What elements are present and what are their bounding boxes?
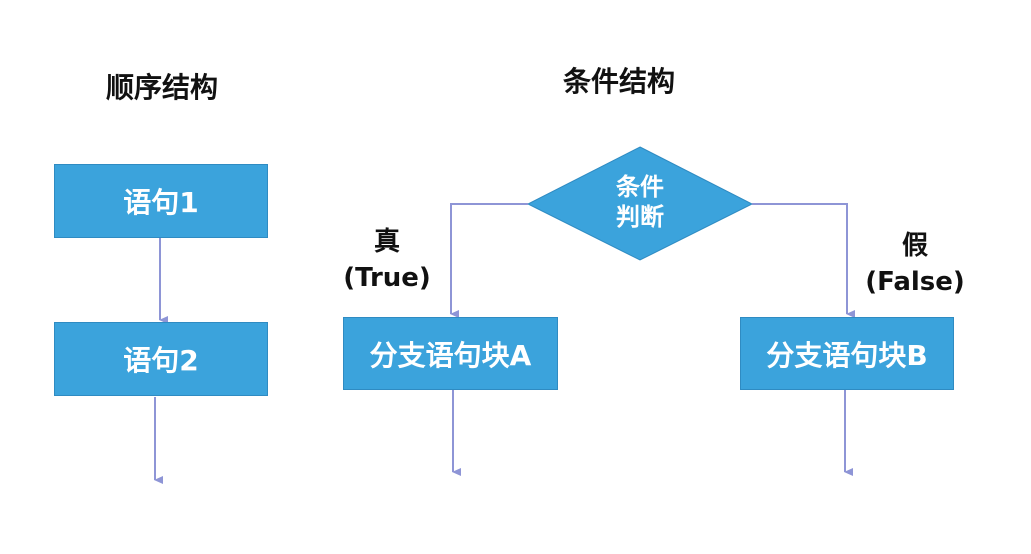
branch-a-box: 分支语句块A — [343, 317, 558, 390]
statement-1-box: 语句1 — [54, 164, 268, 238]
statement-2-box: 语句2 — [54, 322, 268, 396]
condition-label-line2: 判断 — [616, 203, 664, 231]
false-label-line2: (False) — [865, 267, 965, 297]
arrow-condition-to-branch-b — [752, 203, 855, 318]
false-branch-label: 假 (False) — [858, 228, 972, 300]
false-label-line1: 假 — [901, 231, 928, 261]
conditional-structure-title: 条件结构 — [563, 65, 676, 98]
true-label-line2: (True) — [343, 263, 431, 293]
sequence-structure-title: 顺序结构 — [106, 71, 219, 104]
arrow-condition-to-branch-a — [450, 203, 528, 318]
condition-label-line1: 条件 — [616, 173, 664, 201]
true-branch-label: 真 (True) — [332, 224, 442, 296]
condition-label: 条件 判断 — [590, 172, 690, 232]
condition-diamond — [526, 146, 754, 261]
true-label-line1: 真 — [373, 227, 400, 257]
branch-b-box: 分支语句块B — [740, 317, 954, 390]
